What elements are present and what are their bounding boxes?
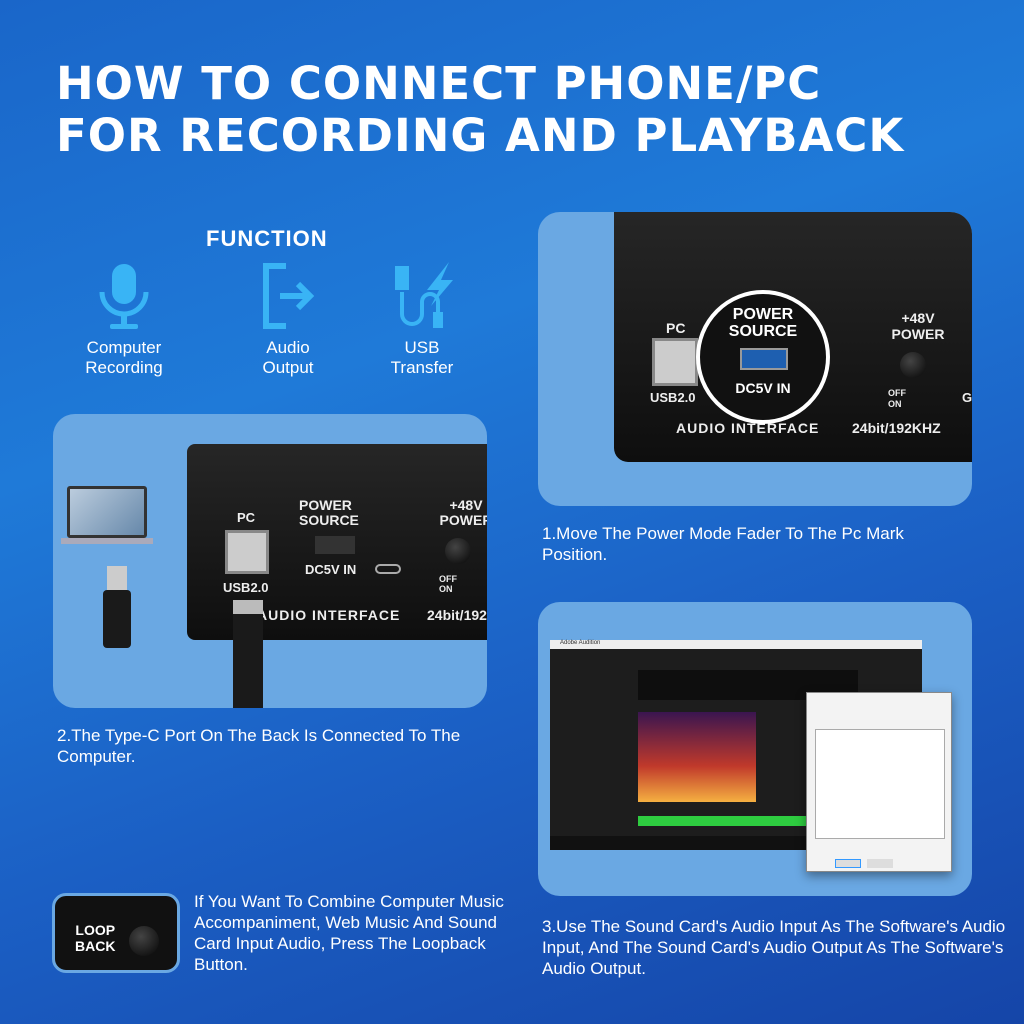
laptop-icon (67, 486, 147, 538)
label: USB (404, 338, 440, 357)
usb-cable (103, 590, 131, 648)
audio-interface-label: AUDIO INTERFACE (676, 420, 820, 436)
page-title: HOW TO CONNECT PHONE/PC FOR RECORDING AN… (56, 58, 904, 162)
usb-label: USB2.0 (650, 390, 696, 405)
power-fader (740, 348, 788, 370)
step1-caption: 1.Move The Power Mode Fader To The Pc Ma… (542, 524, 904, 564)
audio-interface-label: AUDIO INTERFACE (257, 607, 401, 623)
usb-b-port (225, 530, 269, 574)
usb-cable-icon (395, 262, 453, 328)
label: Computer (86, 338, 162, 357)
power-fader (315, 536, 355, 554)
on-label: ON (888, 399, 902, 409)
output-arrow-icon (263, 263, 315, 329)
back-label: BACK (75, 938, 116, 954)
label: Audio (266, 338, 310, 357)
pc-label: PC (237, 510, 256, 525)
loop-label: LOOP (75, 922, 116, 938)
usb-label: USB2.0 (223, 580, 269, 595)
ground-label: GROU (962, 390, 972, 405)
power-source-label: POWER SOURCE (728, 306, 798, 340)
laptop-base (61, 538, 153, 544)
step2-image: PC USB2.0 POWER SOURCE DC5V IN +48V POWE… (53, 414, 487, 708)
step3-image: Adobe Audition (538, 602, 972, 896)
phantom-label: +48V POWER (439, 497, 487, 528)
phantom-knob (445, 538, 471, 564)
loopback-description: If You Want To Combine Computer Music Ac… (194, 892, 504, 974)
audio-interface-closeup: PC USB2.0 +48V POWER OFF ON GROU AUDIO I… (614, 212, 972, 462)
cancel-button[interactable] (867, 859, 893, 868)
audio-interface-rear: PC USB2.0 POWER SOURCE DC5V IN +48V POWE… (187, 444, 487, 640)
level-meter (638, 816, 808, 826)
spec-label: 24bit/192KHZ (427, 607, 487, 623)
title-line-2: FOR RECORDING AND PLAYBACK (56, 109, 905, 162)
pc-label: PC (666, 320, 686, 336)
on-label: ON (439, 584, 453, 594)
window-title: Adobe Audition (550, 640, 922, 649)
usb-a-plug (107, 566, 127, 590)
power-source-magnifier: POWER SOURCE DC5V IN (696, 290, 830, 424)
off-label: OFF (439, 574, 457, 584)
microphone-icon (99, 264, 149, 329)
spectrogram (638, 712, 756, 802)
usb-c-port (375, 564, 401, 574)
function-heading: FUNCTION (206, 226, 328, 251)
dc5v-label: DC5V IN (735, 380, 791, 396)
label: Recording (85, 358, 163, 377)
step1-image: PC USB2.0 +48V POWER OFF ON GROU AUDIO I… (538, 212, 972, 506)
off-label: OFF (888, 388, 906, 398)
dc5v-label: DC5V IN (305, 562, 357, 577)
power-source-label: POWER SOURCE (299, 497, 359, 528)
spec-label: 24bit/192KHZ (852, 420, 941, 436)
step2-caption: 2.The Type-C Port On The Back Is Connect… (57, 726, 461, 766)
label: Transfer (390, 358, 454, 377)
phantom-knob (900, 352, 926, 378)
label: Output (262, 358, 314, 377)
loopback-button-image: LOOP BACK (52, 893, 180, 973)
usb-b-port (652, 338, 698, 386)
loopback-knob (129, 926, 159, 956)
sound-settings-dialog (806, 692, 952, 872)
usb-b-cable (233, 600, 263, 708)
title-line-1: HOW TO CONNECT PHONE/PC (56, 57, 822, 110)
phantom-label: +48V POWER (891, 310, 945, 342)
ok-button[interactable] (835, 859, 861, 868)
step3-caption: 3.Use The Sound Card's Audio Input As Th… (542, 917, 1006, 978)
device-list (815, 729, 945, 839)
